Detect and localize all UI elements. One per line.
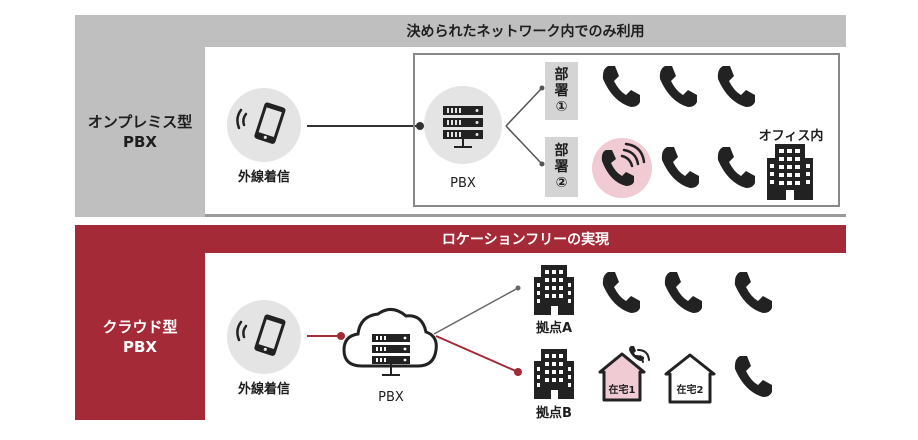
onprem-incoming-circle xyxy=(227,88,301,162)
site-a-label: 拠点A xyxy=(535,321,573,336)
cloud-pbx-label: PBX xyxy=(378,390,404,405)
phone-icon xyxy=(659,66,697,107)
onprem-branch-lines xyxy=(505,85,545,167)
dept2-char1: 部 xyxy=(554,143,569,159)
site-a-building-icon xyxy=(534,265,574,315)
home-1-label: 在宅1 xyxy=(608,385,636,396)
cloud-label-line1: クラウド型 xyxy=(102,317,178,336)
office-network-box xyxy=(413,53,840,207)
cloud-trunk-line xyxy=(307,335,343,337)
onprem-label-line2: PBX xyxy=(123,133,157,151)
cloud-label-line2: PBX xyxy=(123,337,157,356)
office-building-icon xyxy=(767,144,813,200)
cloud-trunk-dot xyxy=(337,332,345,340)
dept1-num: ① xyxy=(555,99,568,115)
department-2-box: 部 署 ② xyxy=(545,137,578,197)
dept2-num: ② xyxy=(555,175,568,191)
home-icon xyxy=(664,353,716,404)
server-icon xyxy=(443,106,483,148)
onprem-bottom-border xyxy=(205,214,846,217)
cloud-side-label: クラウド型 PBX xyxy=(75,253,205,420)
dept1-char1: 部 xyxy=(554,67,569,83)
cloud-branch-lines xyxy=(433,285,522,376)
smartphone-call-icon xyxy=(236,102,286,144)
cloud-header-bar xyxy=(75,225,846,253)
ringing-phone-circle xyxy=(592,138,652,198)
onprem-label-line1: オンプレミス型 xyxy=(87,113,193,131)
dept1-char2: 署 xyxy=(554,83,569,99)
cloud-incoming-circle xyxy=(227,300,301,374)
phone-icon xyxy=(661,147,699,188)
ringing-phone-icon xyxy=(601,142,646,186)
phone-icon xyxy=(734,356,772,397)
office-label: オフィス内 xyxy=(758,129,824,144)
site-b-building-icon xyxy=(534,349,574,399)
smartphone-call-icon xyxy=(236,314,286,356)
phone-icon xyxy=(664,272,702,313)
onprem-trunk-line xyxy=(307,125,419,127)
dept2-char2: 署 xyxy=(554,159,569,175)
onprem-header-text: 決められたネットワーク内でのみ利用 xyxy=(406,24,645,40)
phone-icon xyxy=(602,66,640,107)
cloud-server-icon xyxy=(342,308,438,376)
cloud-header-text: ロケーションフリーの実現 xyxy=(441,232,610,248)
onprem-pbx-label: PBX xyxy=(450,176,476,191)
onprem-incoming-label: 外線着信 xyxy=(237,170,290,185)
onprem-pbx-circle xyxy=(424,86,502,164)
phone-icon xyxy=(734,272,772,313)
department-1-box: 部 署 ① xyxy=(545,62,578,120)
phone-icon xyxy=(602,272,640,313)
phone-icon xyxy=(717,66,755,107)
phone-icon xyxy=(717,147,755,188)
cloud-incoming-label: 外線着信 xyxy=(237,382,290,397)
home-ringing-icon xyxy=(598,346,650,402)
home-2-label: 在宅2 xyxy=(676,385,704,396)
onprem-header-bar xyxy=(75,15,846,47)
onprem-side-label: オンプレミス型 PBX xyxy=(75,47,205,217)
onprem-trunk-dot xyxy=(416,122,424,130)
site-b-label: 拠点B xyxy=(536,406,572,421)
